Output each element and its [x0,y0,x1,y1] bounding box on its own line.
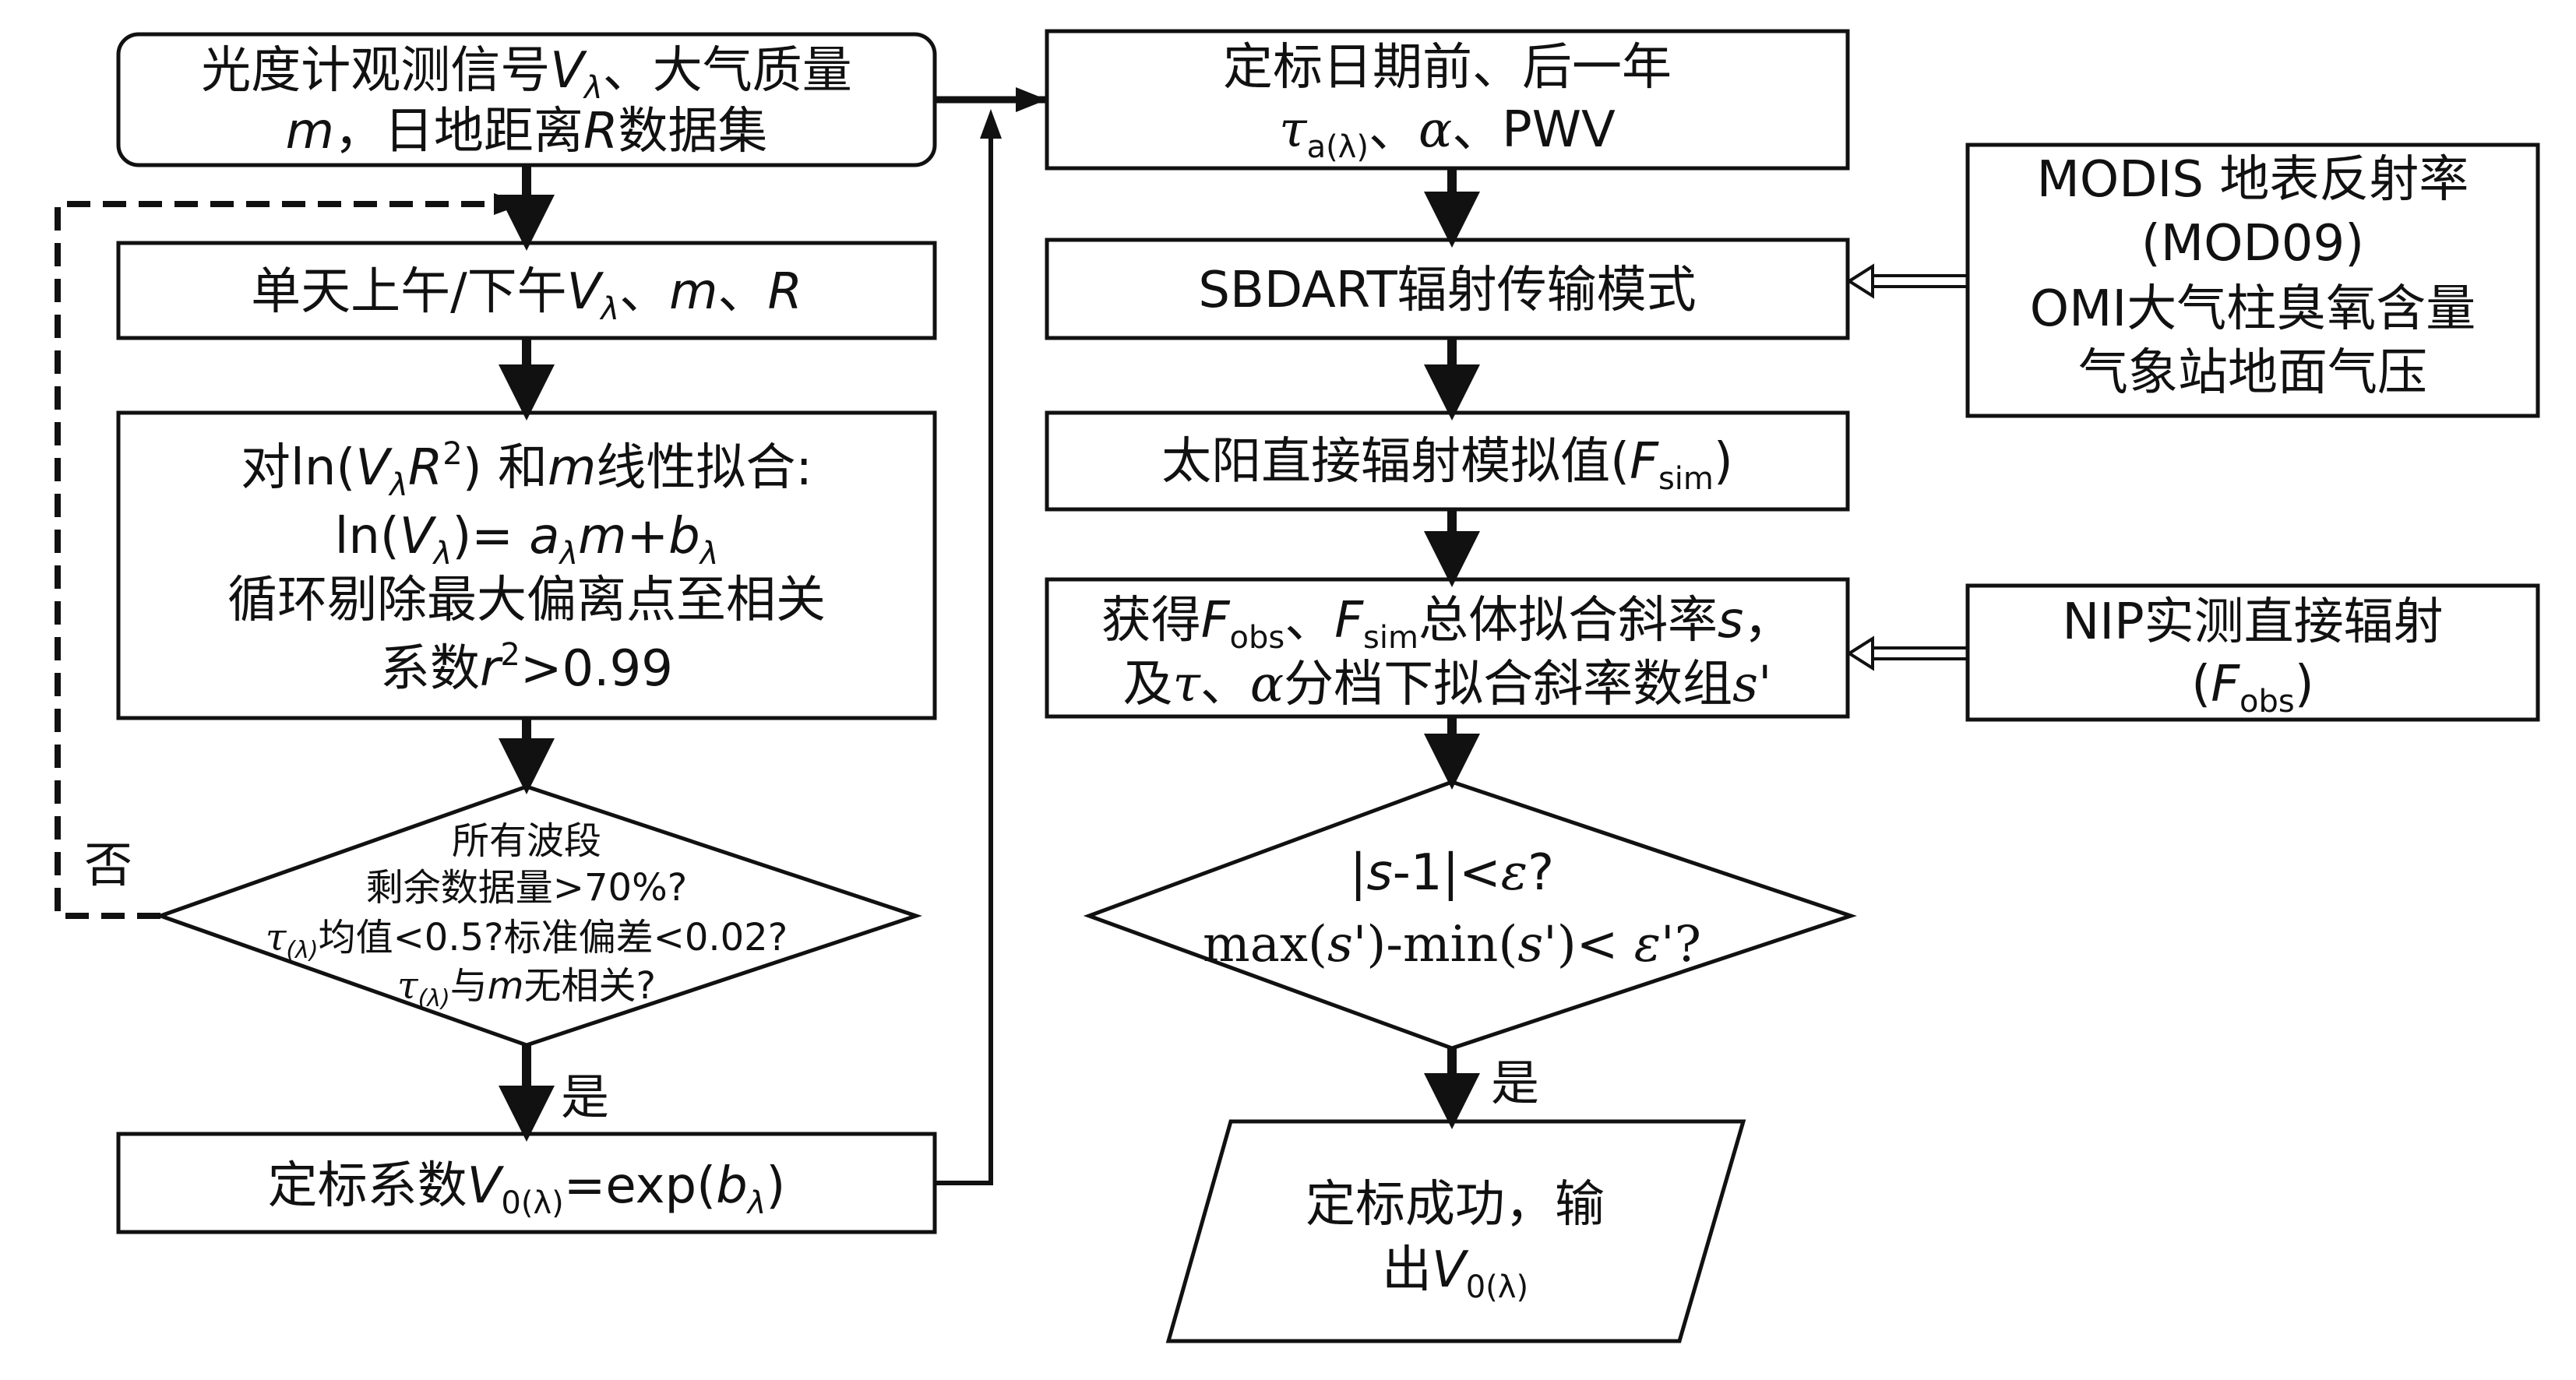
node-auxiliary-inputs-line4: 气象站地面气压 [2078,344,2427,402]
arrowhead-up-right-column [980,109,1002,139]
node-nip-measurement-line1: NIP实测直接辐射 [2062,593,2443,651]
node-observation-dataset-line1: 光度计观测信号Vλ、大气质量 [201,42,851,106]
label-yes-right: 是 [1491,1054,1539,1111]
node-linear-fit-line3: 循环剔除最大偏离点至相关 [227,572,826,629]
node-quality-check-line2: 剩余数据量>70%? [366,866,687,910]
node-linear-fit-line4: 系数r2>0.99 [380,637,673,698]
label-no: 否 [84,836,132,893]
node-single-day-data-text: 单天上午/下午Vλ、m、R [251,263,802,327]
node-linear-fit-line2: ln(Vλ)= aλm+bλ [335,508,719,572]
node-aerosol-parameters [1045,29,1850,171]
node-nip-measurement [1965,583,2540,722]
node-quality-check-line1: 所有波段 [452,819,601,863]
loop-no-arrowhead [494,193,523,215]
node-linear-fit-line1: 对ln(VλR2) 和m线性拟合: [241,436,812,503]
node-auxiliary-inputs [1965,143,2540,418]
node-auxiliary-inputs-line1: MODIS 地表反射率 [2037,151,2469,209]
node-fit-slope-line2: 及τ、α分档下拟合斜率数组s' [1122,656,1771,713]
node-fit-slope-line1: 获得Fobs、Fsim总体拟合斜率s， [1101,592,1794,656]
connector-coefficient-to-right-column [935,117,993,1185]
node-auxiliary-inputs-line2: (MOD09) [2141,215,2364,273]
node-simulated-radiation-text: 太阳直接辐射模拟值(Fsim) [1161,433,1733,497]
node-auxiliary-inputs-line3: OMI大气柱臭氧含量 [2030,280,2476,338]
node-convergence-check-line1: |s-1|<ε? [1350,844,1554,902]
node-quality-check-line3: τ(λ)均值<0.5?标准偏差<0.02? [266,916,788,964]
double-arrowhead-auxiliary [1846,263,1874,299]
node-convergence-check-line2: max(s')-min(s')< ε'? [1203,916,1701,973]
node-calibration-coefficient-text: 定标系数V0(λ)=exp(bλ) [268,1157,786,1221]
node-single-day-data [116,241,937,340]
node-quality-check-line4: τ(λ)与m无相关? [397,964,656,1012]
node-convergence-check [1083,780,1857,1051]
node-aerosol-parameters-line1: 定标日期前、后一年 [1223,39,1672,97]
node-aerosol-parameters-line2: τa(λ)、α、PWV [1279,101,1616,165]
node-fit-slope [1045,577,1850,719]
double-arrowhead-nip [1846,635,1874,671]
arrowhead-into-aerosol [1016,87,1047,112]
label-yes-left: 是 [561,1068,609,1125]
loop-no-dashed-line [55,201,499,919]
node-observation-dataset-line2: m，日地距离R数据集 [286,103,768,160]
node-nip-measurement-line2: (Fobs) [2191,656,2313,720]
node-sbdart-model-text: SBDART辐射传输模式 [1198,262,1696,319]
node-calibration-output [1165,1119,1746,1343]
node-calibration-output-line2: 出V0(λ) [1382,1241,1528,1305]
node-calibration-output-line1: 定标成功，输 [1306,1176,1605,1234]
